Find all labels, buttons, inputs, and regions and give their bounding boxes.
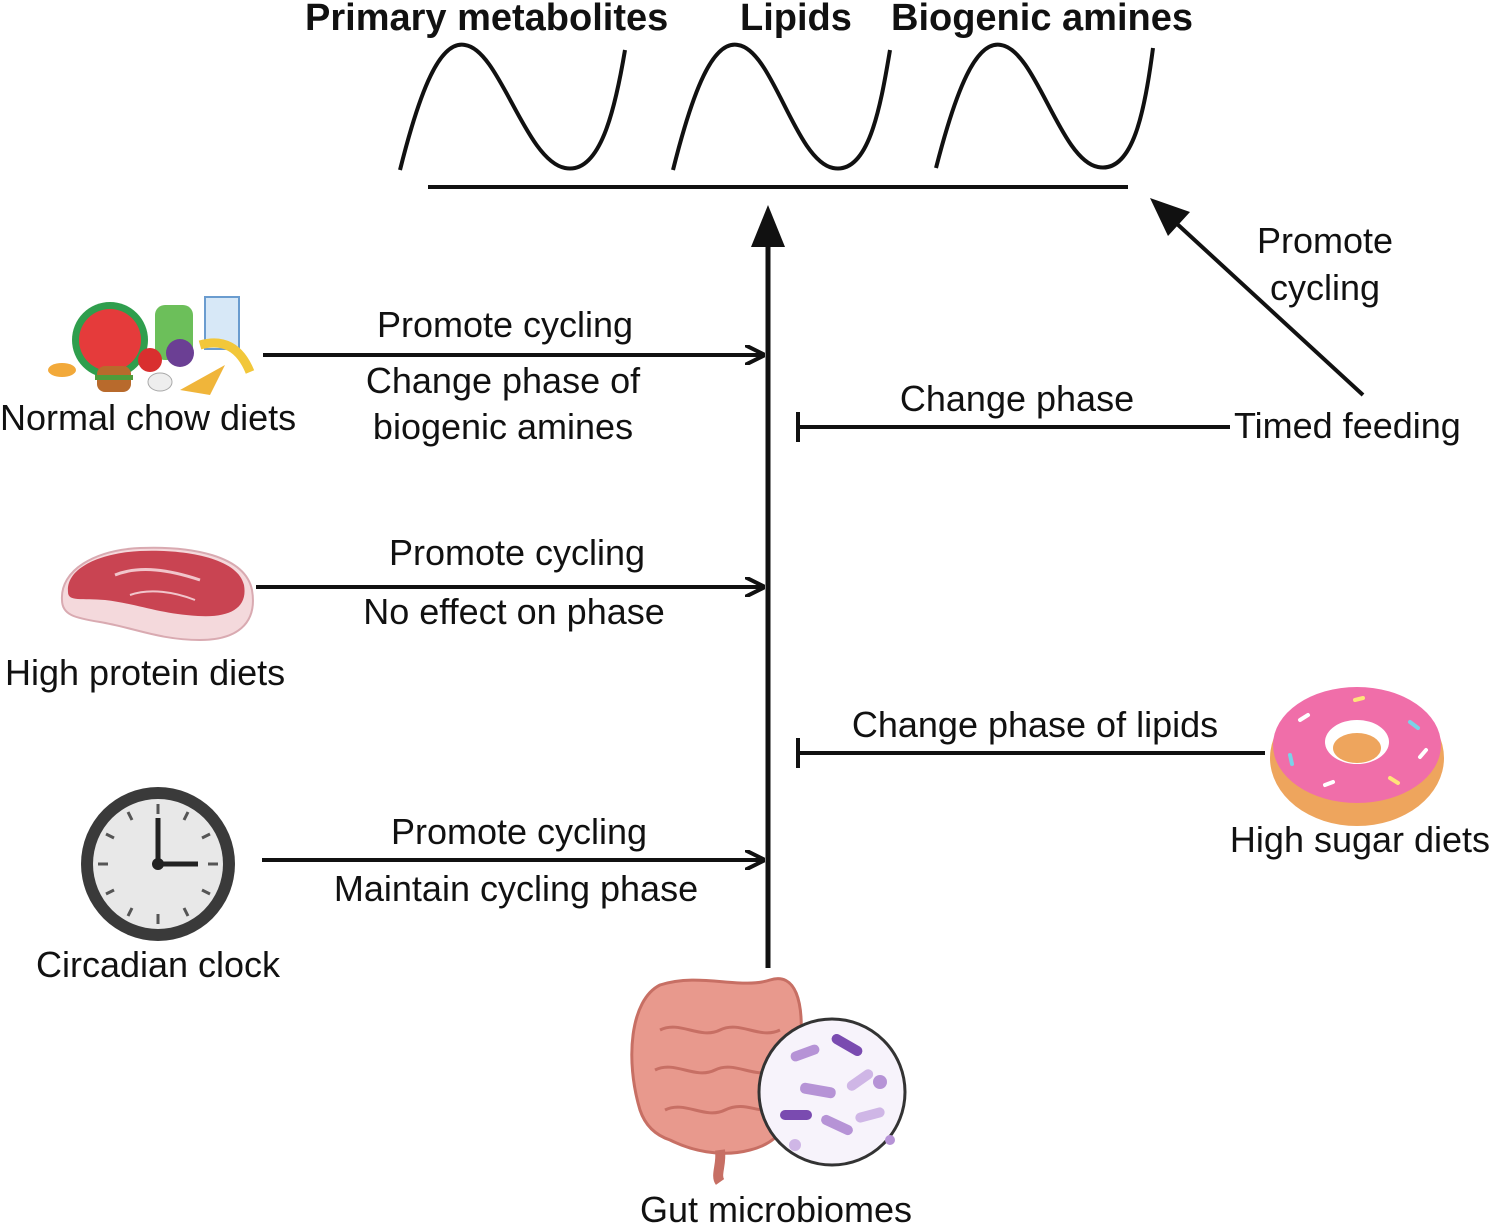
clock-icon	[81, 787, 235, 941]
edge-label-feeding-cycle-1: Promote	[1257, 220, 1393, 261]
node-high-sugar-diets: High sugar diets	[1230, 819, 1490, 860]
central-arrow-head	[751, 205, 785, 247]
edge-label-clock-2: Maintain cycling phase	[334, 868, 698, 909]
edge-label-protein-2: No effect on phase	[363, 591, 665, 632]
oscillation-curve-amines	[934, 42, 1155, 170]
donut-icon	[1270, 687, 1444, 826]
edge-label-feeding-phase: Change phase	[900, 378, 1134, 419]
node-normal-chow-diets: Normal chow diets	[0, 397, 296, 438]
edge-label-protein-1: Promote cycling	[389, 532, 645, 573]
intestine-icon	[630, 977, 803, 1185]
node-high-protein-diets: High protein diets	[5, 652, 285, 693]
edge-label-chow-2: Change phase of	[366, 360, 641, 401]
edge-label-clock-1: Promote cycling	[391, 811, 647, 852]
title-primary-metabolites: Primary metabolites	[305, 0, 668, 39]
normal-chow-diets-icon	[48, 296, 255, 395]
edge-label-chow-1: Promote cycling	[377, 304, 633, 345]
steak-icon	[60, 546, 254, 642]
arrow-timed-feeding-head	[1150, 198, 1190, 236]
edge-label-sugar-phase: Change phase of lipids	[852, 704, 1218, 745]
edge-label-chow-3: biogenic amines	[373, 406, 633, 447]
edge-label-feeding-cycle-2: cycling	[1270, 267, 1380, 308]
title-lipids: Lipids	[740, 0, 852, 39]
title-biogenic-amines: Biogenic amines	[891, 0, 1193, 39]
arrow-timed-feeding-shaft	[1173, 220, 1365, 397]
oscillation-curve-primary	[398, 42, 627, 171]
oscillation-curve-lipids	[671, 42, 892, 171]
node-circadian-clock: Circadian clock	[36, 944, 281, 985]
node-gut-microbiomes: Gut microbiomes	[640, 1189, 912, 1227]
microbes-magnifier-icon	[757, 1017, 907, 1167]
node-timed-feeding: Timed feeding	[1234, 405, 1461, 446]
